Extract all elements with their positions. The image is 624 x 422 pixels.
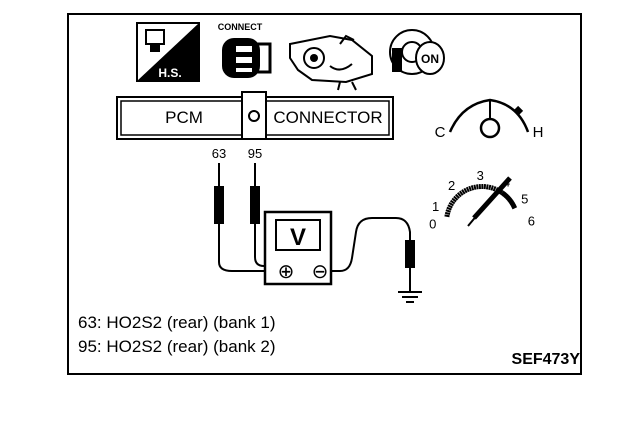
connector-label: CONNECTOR bbox=[273, 108, 382, 127]
negative-terminal: ⊖ bbox=[312, 261, 329, 283]
voltmeter-display: V bbox=[290, 224, 306, 251]
pin-label-63: 63 bbox=[212, 146, 226, 161]
pcm-connector: PCM CONNECTOR bbox=[116, 91, 394, 140]
tachometer-tick bbox=[473, 184, 477, 190]
engine-running-icon bbox=[289, 34, 373, 91]
tachometer-tick bbox=[505, 195, 512, 202]
connect-icon: CONNECT bbox=[218, 22, 272, 78]
legend-item-pin-95: 95: HO2S2 (rear) (bank 2) bbox=[78, 337, 276, 356]
tachometer-tick bbox=[470, 185, 475, 191]
tachometer-tick bbox=[500, 190, 506, 197]
tachometer-tick bbox=[490, 185, 494, 191]
gauge-hot-label: H bbox=[533, 124, 544, 141]
tachometer: 0123456 bbox=[429, 168, 535, 232]
pin-label-95: 95 bbox=[248, 146, 262, 161]
tachometer-labels: 0123456 bbox=[429, 168, 535, 232]
pcm-label: PCM bbox=[165, 108, 203, 127]
diagram-frame bbox=[67, 13, 582, 375]
temperature-gauge: C H bbox=[435, 98, 544, 141]
tachometer-tick bbox=[449, 199, 456, 205]
tachometer-tick bbox=[444, 214, 450, 218]
legend-pin: 63 bbox=[78, 313, 97, 332]
tachometer-label: 5 bbox=[521, 192, 528, 207]
tachometer-tick bbox=[444, 211, 451, 215]
tachometer-tick bbox=[461, 189, 466, 195]
connect-label: CONNECT bbox=[218, 22, 263, 32]
tachometer-needle bbox=[472, 176, 512, 220]
tachometer-tick bbox=[455, 193, 460, 199]
tachometer-label: 0 bbox=[429, 217, 436, 232]
tachometer-tick bbox=[508, 200, 515, 206]
tachometer-tick bbox=[465, 186, 470, 193]
tachometer-tick bbox=[492, 186, 497, 192]
key-on-label: ON bbox=[421, 52, 439, 66]
legend-pin: 95 bbox=[78, 337, 97, 356]
figure-code: SEF473Y bbox=[511, 351, 580, 368]
tachometer-tick bbox=[511, 204, 518, 210]
tachometer-label: 1 bbox=[432, 199, 439, 214]
tachometer-scale bbox=[444, 183, 518, 218]
probe-63 bbox=[214, 186, 224, 224]
tachometer-label: 6 bbox=[528, 213, 535, 228]
tachometer-tick bbox=[507, 197, 514, 204]
gauge-cold-label: C bbox=[435, 124, 446, 141]
tachometer-tick bbox=[447, 204, 453, 209]
tachometer-tick bbox=[451, 197, 457, 203]
tachometer-tick bbox=[448, 202, 454, 207]
ignition-key-icon: ON bbox=[389, 29, 445, 75]
tachometer-tick bbox=[446, 206, 452, 211]
legend-text: HO2S2 (rear) (bank 2) bbox=[106, 337, 276, 356]
ground-probe bbox=[405, 240, 415, 268]
voltmeter: V ⊕ ⊖ bbox=[263, 210, 333, 286]
tachometer-tick bbox=[499, 189, 504, 195]
tachometer-tick bbox=[476, 184, 479, 190]
ground-icon bbox=[398, 291, 422, 303]
tachometer-tick bbox=[502, 192, 508, 199]
legend-text: HO2S2 (rear) (bank 1) bbox=[106, 313, 276, 332]
tachometer-tick bbox=[445, 209, 451, 213]
tachometer-tick bbox=[459, 190, 464, 196]
tachometer-tick bbox=[504, 194, 510, 200]
tachometer-tick bbox=[510, 202, 516, 208]
tachometer-tick bbox=[463, 187, 468, 194]
tachometer-tick bbox=[468, 185, 472, 192]
tachometer-label: 2 bbox=[448, 178, 455, 193]
tachometer-tick bbox=[488, 184, 492, 191]
tachometer-tick bbox=[456, 192, 462, 198]
hs-label: H.S. bbox=[158, 66, 181, 80]
tachometer-label: 3 bbox=[477, 168, 484, 183]
legend-item-pin-63: 63: HO2S2 (rear) (bank 1) bbox=[78, 313, 276, 332]
probe-95 bbox=[250, 186, 260, 224]
tachometer-tick bbox=[485, 184, 489, 190]
tachometer-tick bbox=[453, 195, 459, 201]
hot-start-icon: H.S. bbox=[136, 22, 200, 82]
positive-terminal: ⊕ bbox=[278, 261, 295, 283]
